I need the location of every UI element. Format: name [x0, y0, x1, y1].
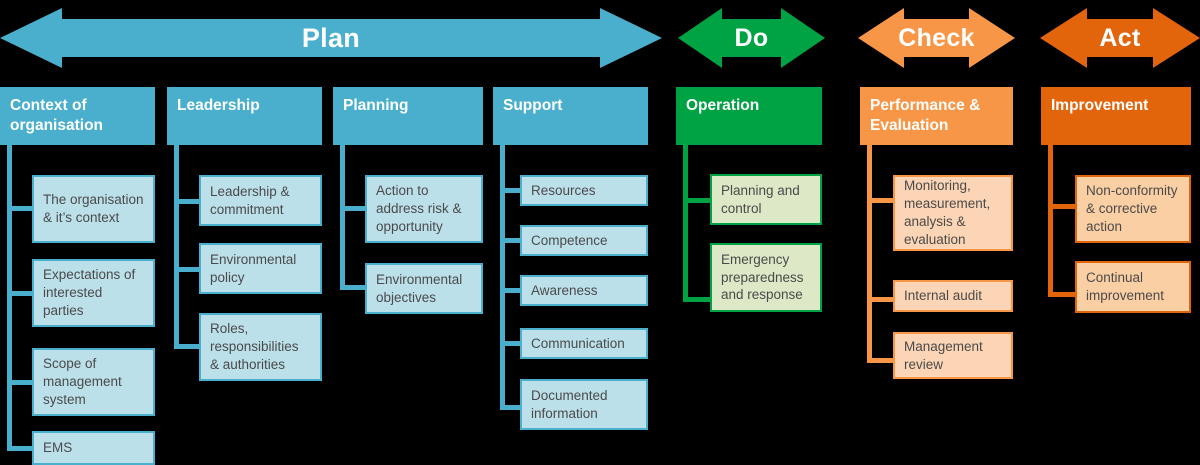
column-header-support[interactable]: Support: [493, 87, 648, 145]
leaf-box[interactable]: Communication: [520, 328, 648, 359]
column-header-operation[interactable]: Operation: [676, 87, 822, 145]
leaf-box[interactable]: Planning and control: [710, 174, 822, 225]
connector-branch: [683, 297, 713, 302]
connector-branch: [500, 405, 523, 410]
connector-trunk: [340, 145, 345, 290]
leaf-box[interactable]: Roles, responsibilities & authorities: [199, 313, 322, 381]
connector-trunk: [867, 145, 872, 363]
connector-branch: [683, 198, 713, 203]
connector-branch: [500, 188, 523, 193]
leaf-box[interactable]: Management review: [893, 332, 1013, 379]
double-headed-arrow-icon: [678, 8, 825, 68]
connector-branch: [174, 267, 202, 272]
column-header-performance-evaluation[interactable]: Performance & Evaluation: [860, 87, 1013, 145]
column-header-leadership[interactable]: Leadership: [167, 87, 322, 145]
connector-branch: [7, 446, 35, 451]
connector-branch: [340, 285, 368, 290]
connector-trunk: [174, 145, 179, 349]
leaf-label: Scope of management system: [43, 356, 122, 407]
phase-arrow-label-act: Act: [1099, 23, 1141, 52]
column-header-label: Performance & Evaluation: [870, 97, 981, 134]
leaf-box[interactable]: Emergency preparedness and response: [710, 243, 822, 312]
leaf-label: Internal audit: [904, 288, 983, 304]
phase-arrow-label-do: Do: [734, 23, 769, 52]
phase-arrow-check: Check: [858, 5, 1015, 71]
connector-branch: [500, 238, 523, 243]
column-header-label: Operation: [686, 97, 760, 114]
connector-branch: [500, 288, 523, 293]
phase-arrow-act: Act: [1040, 5, 1200, 71]
phase-arrow-plan: Plan: [0, 5, 662, 71]
leaf-box[interactable]: Expectations of interested parties: [32, 259, 155, 327]
leaf-label: Planning and control: [721, 182, 800, 216]
phase-arrow-label-plan: Plan: [301, 22, 361, 53]
column-header-label: Leadership: [177, 97, 260, 114]
leaf-box[interactable]: Action to address risk & opportunity: [365, 175, 483, 243]
phase-arrow-label-check: Check: [898, 23, 975, 52]
column-header-context-of-organisation[interactable]: Context of organisation: [0, 87, 155, 145]
connector-branch: [867, 198, 897, 203]
connector-trunk: [7, 145, 12, 451]
connector-branch: [7, 206, 35, 211]
leaf-label: EMS: [43, 440, 73, 456]
connector-branch: [1048, 292, 1078, 297]
leaf-label: Leadership & commitment: [210, 183, 290, 217]
leaf-label: Monitoring, measurement, analysis & eval…: [904, 178, 991, 247]
column-header-label: Support: [503, 97, 563, 114]
connector-branch: [7, 380, 35, 385]
leaf-label: Action to address risk & opportunity: [376, 183, 462, 234]
leaf-box[interactable]: Environmental objectives: [365, 263, 483, 314]
leaf-label: Emergency preparedness and response: [721, 251, 804, 303]
leaf-label: Non-conformity & corrective action: [1086, 183, 1178, 234]
leaf-box[interactable]: EMS: [32, 431, 155, 465]
column-header-label: Improvement: [1051, 97, 1149, 114]
leaf-label: Environmental policy: [210, 251, 297, 285]
connector-branch: [174, 344, 202, 349]
column-header-label: Context of organisation: [10, 97, 104, 134]
leaf-box[interactable]: Competence: [520, 225, 648, 256]
leaf-label: Competence: [531, 232, 608, 248]
connector-trunk: [683, 145, 688, 302]
column-header-improvement[interactable]: Improvement: [1041, 87, 1191, 145]
connector-branch: [340, 206, 368, 211]
connector-branch: [174, 199, 202, 204]
leaf-label: Continual improvement: [1086, 270, 1165, 303]
leaf-label: Communication: [531, 335, 625, 351]
leaf-label: Expectations of interested parties: [43, 267, 136, 318]
connector-trunk: [1048, 145, 1053, 297]
leaf-box[interactable]: Monitoring, measurement, analysis & eval…: [893, 175, 1013, 251]
leaf-box[interactable]: Resources: [520, 175, 648, 206]
leaf-box[interactable]: Leadership & commitment: [199, 175, 322, 226]
leaf-box[interactable]: Continual improvement: [1075, 261, 1191, 313]
column-header-label: Planning: [343, 97, 409, 114]
leaf-box[interactable]: Environmental policy: [199, 243, 322, 294]
double-headed-arrow-icon: [858, 8, 1015, 68]
leaf-label: The organisation & it’s context: [43, 192, 144, 225]
leaf-box[interactable]: Non-conformity & corrective action: [1075, 175, 1191, 243]
leaf-label: Resources: [531, 182, 596, 198]
leaf-label: Awareness: [531, 282, 598, 298]
leaf-label: Management review: [904, 338, 983, 372]
connector-branch: [1048, 204, 1078, 209]
leaf-box[interactable]: Awareness: [520, 275, 648, 306]
column-header-planning[interactable]: Planning: [333, 87, 483, 145]
leaf-box[interactable]: The organisation & it’s context: [32, 175, 155, 243]
connector-branch: [867, 297, 897, 302]
connector-branch: [7, 291, 35, 296]
leaf-label: Documented information: [531, 387, 608, 421]
connector-branch: [500, 341, 523, 346]
leaf-label: Environmental objectives: [376, 271, 463, 305]
phase-arrow-do: Do: [678, 5, 825, 71]
double-headed-arrow-icon: [1040, 8, 1200, 68]
connector-branch: [867, 358, 897, 363]
leaf-box[interactable]: Internal audit: [893, 280, 1013, 312]
leaf-box[interactable]: Scope of management system: [32, 348, 155, 416]
double-headed-arrow-icon: [0, 8, 662, 68]
connector-trunk: [500, 145, 505, 410]
leaf-label: Roles, responsibilities & authorities: [210, 321, 299, 372]
leaf-box[interactable]: Documented information: [520, 379, 648, 430]
